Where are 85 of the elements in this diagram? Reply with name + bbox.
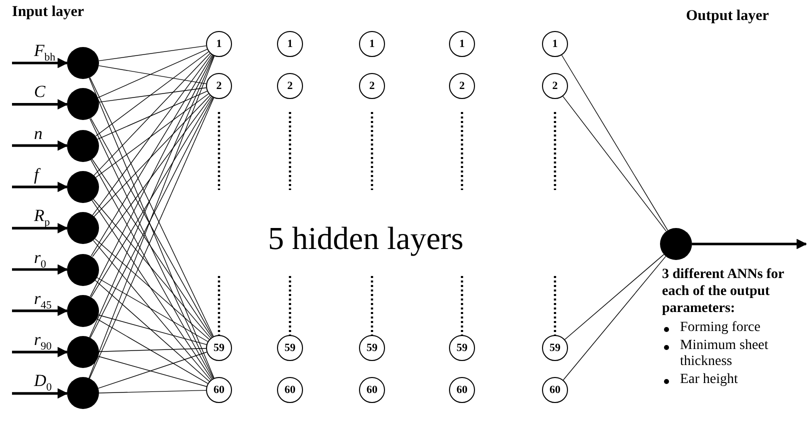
hidden-neuron-circle: 60 — [359, 377, 385, 403]
bullet-text: Forming force — [680, 320, 760, 336]
connection-line — [97, 48, 208, 98]
neuron-circle — [67, 254, 99, 286]
connection-line — [92, 158, 212, 338]
connection-line — [96, 277, 208, 342]
input-label: D$_{0}$ — [34, 372, 52, 396]
hidden-neuron-circle: 2 — [359, 73, 385, 99]
arrow — [12, 306, 68, 316]
arrow — [12, 182, 68, 192]
hidden-neuron-circle: 59 — [206, 335, 232, 361]
arrow — [12, 99, 68, 110]
connection-line — [98, 65, 207, 84]
connection-line — [92, 198, 211, 338]
connection-line — [92, 240, 211, 380]
hidden-neuron-circle: 60 — [449, 377, 475, 403]
connection-line — [90, 96, 213, 298]
connection-line — [98, 87, 206, 103]
connection-line — [94, 280, 210, 382]
hidden-neuron-circle: 59 — [542, 335, 568, 361]
hidden-neuron-circle: 1 — [359, 31, 385, 57]
input-label: F$_{bh}$ — [34, 42, 56, 66]
hidden-neuron-circle: 1 — [206, 31, 232, 57]
connection-line — [92, 96, 212, 257]
note-text: 3 different ANNs for each of the output parameters: — [662, 266, 785, 317]
input-label: n — [34, 124, 42, 143]
connection-line — [96, 318, 208, 384]
layer-caption: 5 hidden layers — [268, 220, 464, 257]
connection-line — [90, 159, 214, 379]
input-label: f — [34, 166, 39, 184]
arrow — [692, 238, 808, 250]
arrow — [12, 346, 68, 358]
connection-line — [562, 96, 667, 232]
connection-line — [96, 93, 209, 178]
connection-line — [92, 54, 212, 216]
hidden-neuron-circle: 60 — [542, 377, 568, 403]
bullet-text: Minimum sheet thickness — [680, 338, 770, 370]
neuron-circle — [67, 294, 99, 327]
hidden-neuron-circle: 60 — [277, 377, 303, 403]
hidden-neuron-circle: 60 — [206, 377, 232, 403]
hidden-neuron-circle: 59 — [277, 335, 303, 361]
hidden-neuron-circle: 2 — [206, 73, 232, 99]
hidden-neuron-circle: 1 — [542, 31, 568, 57]
connection-line — [90, 54, 213, 256]
hidden-neuron-circle: 2 — [542, 73, 568, 99]
neuron-circle — [67, 88, 99, 120]
input-label: r$_{0}$ — [34, 248, 46, 272]
neuron-circle — [67, 336, 99, 368]
connection-line — [92, 200, 212, 380]
connection-line — [90, 55, 214, 297]
hidden-neuron-circle: 1 — [277, 31, 303, 57]
connection-line — [564, 254, 664, 340]
hidden-neuron-circle: 2 — [449, 73, 475, 99]
connection-line — [98, 314, 207, 345]
arrow — [12, 223, 68, 234]
connection-line — [98, 390, 206, 394]
arrow — [12, 388, 68, 399]
connection-line — [562, 256, 666, 380]
neuron-circle — [660, 228, 692, 260]
neuron-circle — [67, 170, 99, 203]
connection-line — [98, 45, 206, 62]
hidden-neuron-circle: 59 — [359, 335, 385, 361]
neuron-circle — [67, 47, 99, 79]
connection-line — [94, 238, 210, 340]
input-label: r$_{45}$ — [34, 290, 52, 314]
arrow — [12, 264, 68, 275]
connection-line — [97, 90, 208, 140]
input-label: r$_{90}$ — [34, 331, 52, 354]
arrow — [12, 58, 68, 68]
hidden-neuron-circle: 1 — [449, 31, 475, 57]
bullet-text: Ear height — [680, 372, 738, 388]
connection-line — [94, 95, 210, 217]
neuron-circle — [67, 212, 99, 244]
neuron-circle — [67, 130, 99, 162]
connection-line — [94, 53, 210, 176]
input-label: C — [34, 83, 46, 102]
layer-title: Input layer — [12, 4, 84, 21]
arrow — [12, 140, 68, 151]
hidden-neuron-circle: 2 — [277, 73, 303, 99]
connection-line — [561, 54, 668, 231]
hidden-neuron-circle: 59 — [449, 335, 475, 361]
neuron-circle — [67, 377, 99, 410]
connection-line — [95, 51, 209, 136]
layer-title: Output layer — [686, 8, 769, 25]
connection-line — [98, 348, 206, 352]
